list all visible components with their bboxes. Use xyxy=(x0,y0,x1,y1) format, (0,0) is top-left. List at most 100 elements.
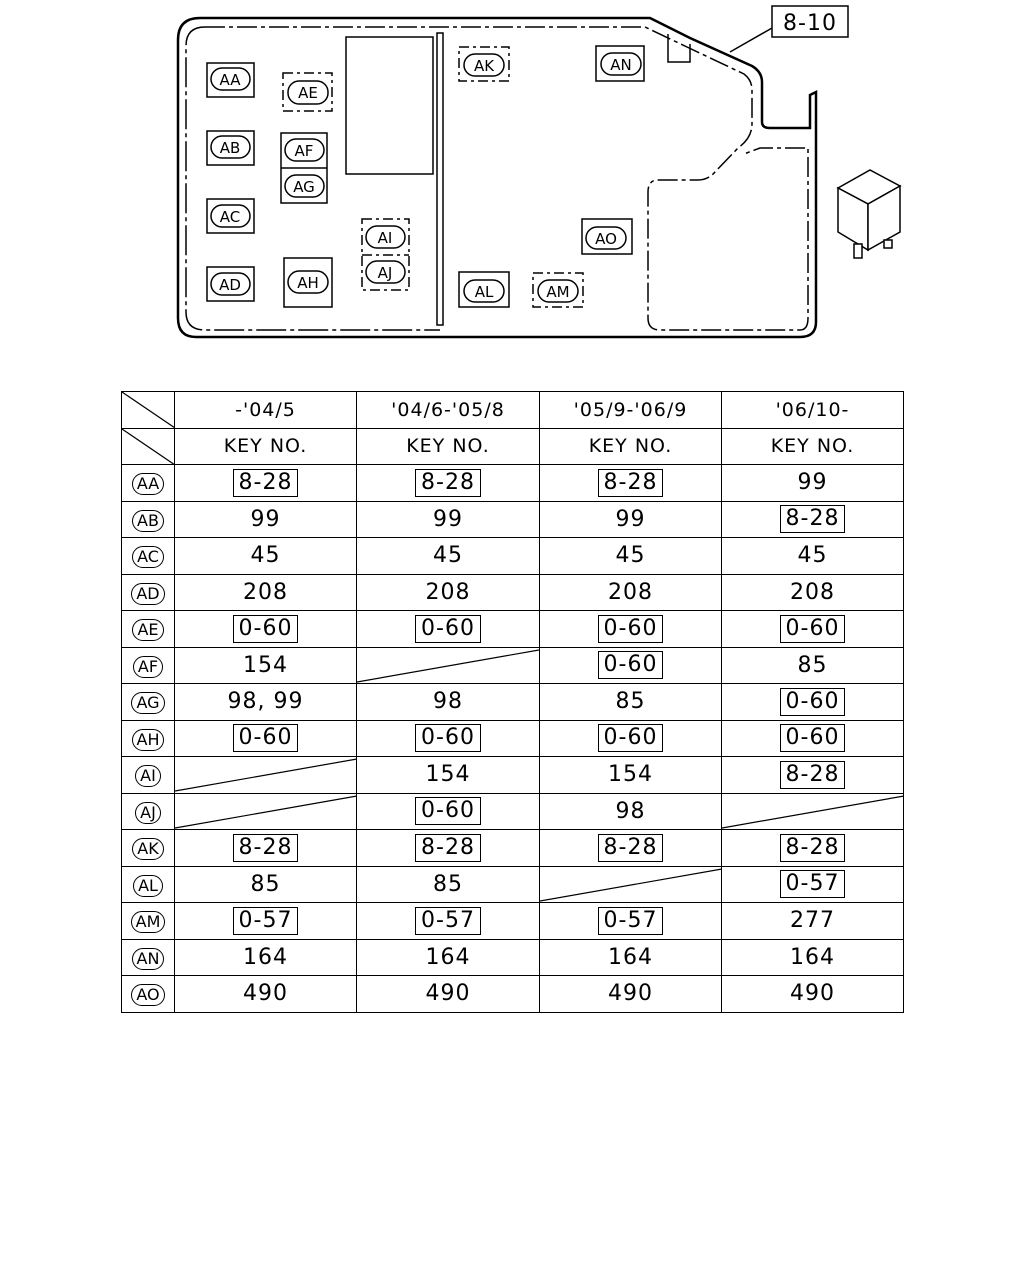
boxed-key-number: 8-28 xyxy=(415,468,481,497)
row-label: AB xyxy=(132,509,164,532)
key-number: 154 xyxy=(243,652,288,678)
key-number-cell: 277 xyxy=(721,902,904,940)
key-number-cell: 154 xyxy=(356,756,540,794)
row-label: AD xyxy=(131,582,165,605)
key-number: 154 xyxy=(425,762,471,788)
row-label: AJ xyxy=(135,801,161,824)
socket-ae: AE xyxy=(282,72,333,112)
key-number: 164 xyxy=(425,944,471,970)
key-number: 99 xyxy=(250,506,281,532)
socket-ab-label: AB xyxy=(220,139,241,157)
row-label-cell: AD xyxy=(121,573,175,611)
key-number-cell: 8-28 xyxy=(356,829,540,867)
socket-ag-label: AG xyxy=(293,178,315,196)
key-number-cell: 99 xyxy=(356,500,540,538)
row-label: AN xyxy=(131,947,165,970)
key-number-cell: 0-60 xyxy=(539,719,722,757)
key-no-header: KEY NO. xyxy=(539,427,722,465)
socket-an-label: AN xyxy=(610,56,631,74)
key-number: 208 xyxy=(608,579,653,605)
key-number-cell: 8-28 xyxy=(539,829,722,867)
boxed-key-number: 0-57 xyxy=(597,906,664,935)
corner-cell xyxy=(121,427,175,465)
boxed-key-number: 0-60 xyxy=(779,687,846,716)
key-number-cell: 164 xyxy=(356,938,540,976)
row-label-cell: AE xyxy=(121,610,175,648)
boxed-key-number: 0-60 xyxy=(597,724,664,753)
row-label-cell: AI xyxy=(121,756,175,794)
socket-af-label: AF xyxy=(295,142,314,160)
key-number: 85 xyxy=(250,871,281,897)
not-applicable-cell xyxy=(721,792,904,830)
key-number-cell: 0-57 xyxy=(721,865,904,903)
boxed-key-number: 0-60 xyxy=(597,614,664,643)
fuse-box-inner-left xyxy=(185,26,440,331)
boxed-key-number: 0-57 xyxy=(232,906,299,935)
row-label-cell: AO xyxy=(121,975,175,1013)
key-number: 208 xyxy=(790,579,835,605)
boxed-key-number: 0-57 xyxy=(779,870,846,899)
key-number-cell: 0-60 xyxy=(356,610,540,648)
boxed-key-number: 8-28 xyxy=(597,833,664,862)
notch xyxy=(667,34,691,63)
key-number-cell: 8-28 xyxy=(721,756,904,794)
socket-ah-label: AH xyxy=(297,274,319,292)
key-number-cell: 8-28 xyxy=(539,464,722,502)
key-number: 98 xyxy=(433,689,463,715)
not-applicable-cell xyxy=(356,646,540,684)
key-number-cell: 0-60 xyxy=(539,610,722,648)
key-number-cell: 85 xyxy=(721,646,904,684)
boxed-key-number: 8-28 xyxy=(779,505,846,534)
callout-label: 8-10 xyxy=(783,11,837,36)
key-number-cell: 164 xyxy=(174,938,357,976)
key-number-cell: 85 xyxy=(174,865,357,903)
row-label-cell: AJ xyxy=(121,792,175,830)
boxed-key-number: 0-60 xyxy=(415,614,481,643)
key-number: 208 xyxy=(243,579,288,605)
key-number: 490 xyxy=(608,981,653,1007)
row-label-cell: AG xyxy=(121,683,175,721)
key-number: 208 xyxy=(425,579,471,605)
key-number-cell: 154 xyxy=(539,756,722,794)
key-number-cell: 85 xyxy=(539,683,722,721)
key-number-cell: 8-28 xyxy=(721,829,904,867)
key-number-cell: 8-28 xyxy=(174,829,357,867)
fuse-box-outline xyxy=(176,16,818,339)
key-number-cell: 0-60 xyxy=(539,646,722,684)
large-slot xyxy=(345,36,434,175)
socket-ae-label: AE xyxy=(298,84,318,102)
header-row-keyno: KEY NO.KEY NO.KEY NO.KEY NO. xyxy=(121,427,904,465)
socket-ak-label: AK xyxy=(474,57,495,75)
boxed-key-number: 8-28 xyxy=(779,833,846,862)
period-header: '06/10- xyxy=(721,391,904,429)
key-number: 99 xyxy=(615,506,646,532)
row-label: AA xyxy=(131,473,165,496)
boxed-key-number: 0-60 xyxy=(415,724,481,753)
socket-ao: AO xyxy=(581,218,633,255)
key-number-cell: 99 xyxy=(174,500,357,538)
socket-aj-label: AJ xyxy=(378,264,393,282)
socket-ac: AC xyxy=(206,198,255,234)
key-number: 99 xyxy=(797,470,828,496)
socket-ad: AD xyxy=(206,266,255,302)
key-number-cell: 45 xyxy=(356,537,540,575)
row-label: AK xyxy=(132,838,164,861)
row-label-cell: AF xyxy=(121,646,175,684)
key-number-cell: 85 xyxy=(356,865,540,903)
key-number-cell: 98 xyxy=(356,683,540,721)
key-number-cell: 0-57 xyxy=(174,902,357,940)
key-number-cell: 0-60 xyxy=(721,719,904,757)
key-number: 164 xyxy=(243,944,288,970)
key-no-header: KEY NO. xyxy=(721,427,904,465)
boxed-key-number: 0-60 xyxy=(232,614,299,643)
corner-cell xyxy=(121,391,175,429)
boxed-key-number: 8-28 xyxy=(232,833,299,862)
table-row: AD 208 208 208 208 xyxy=(121,573,904,611)
table-row: AB 99 99 99 8-28 xyxy=(121,500,904,538)
boxed-key-number: 8-28 xyxy=(597,468,664,497)
